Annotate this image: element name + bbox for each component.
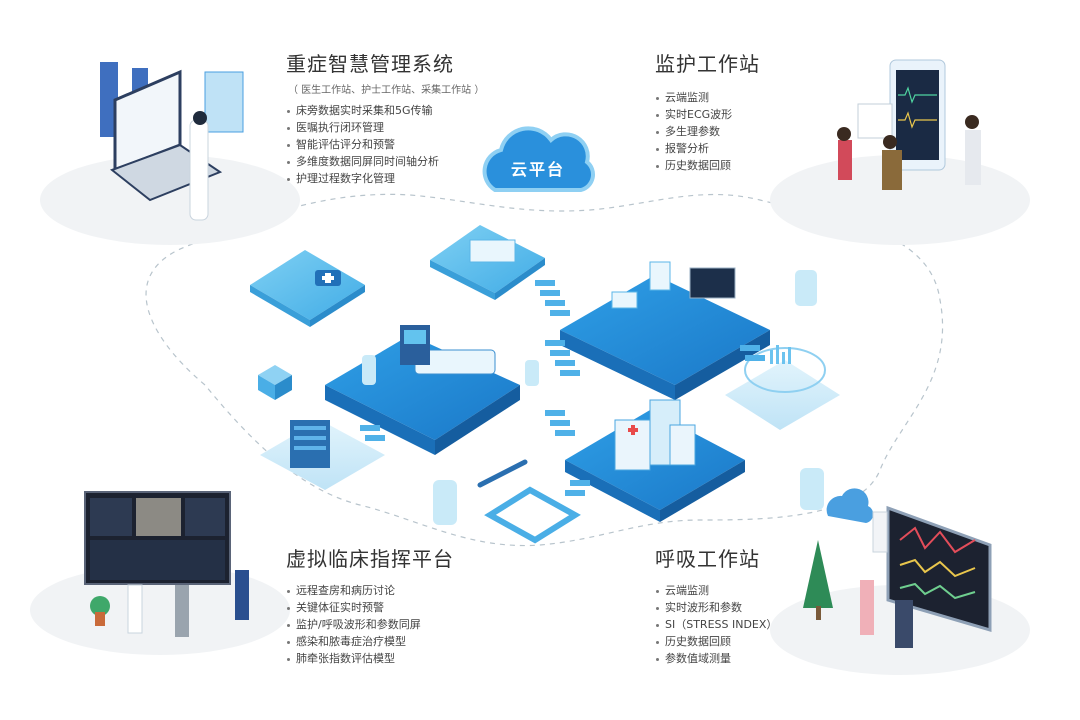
small-cloud [826,488,874,523]
list-item: 云端监测 [655,89,760,106]
ground-shadow [30,565,290,655]
block-title: 虚拟临床指挥平台 [286,547,454,571]
list-item: 云端监测 [655,582,777,599]
tile-outline [484,486,581,544]
block-title: 呼吸工作站 [655,547,760,571]
list-item: 护理过程数字化管理 [286,170,484,187]
list-item: 感染和脓毒症治疗模型 [286,633,454,650]
cylinder [795,270,817,306]
block-title: 监护工作站 [655,52,760,76]
cloud-platform-label: 云平台 [510,160,565,179]
feature-list: 云端监测 实时波形和参数 SI（STRESS INDEX） 历史数据回顾 参数值… [655,582,777,667]
list-item: SI（STRESS INDEX） [655,616,777,633]
respiratory-workstation: 呼吸工作站 云端监测 实时波形和参数 SI（STRESS INDEX） 历史数据… [655,543,777,667]
ground-shadow [40,155,300,245]
cylinder [362,355,376,385]
syringe [477,459,528,488]
list-item: 多维度数据同屏同时间轴分析 [286,153,484,170]
list-item: 床旁数据实时采集和5G传输 [286,102,484,119]
list-item: 实时ECG波形 [655,106,760,123]
list-item: 肺牵张指数评估模型 [286,650,454,667]
list-item: 报警分析 [655,140,760,157]
list-item: 监护/呼吸波形和参数同屏 [286,616,454,633]
platform-monitor [560,275,770,385]
cylinder [433,480,457,525]
list-item: 医嘱执行闭环管理 [286,119,484,136]
list-item: 实时波形和参数 [655,599,777,616]
list-item: 历史数据回顾 [655,157,760,174]
cloud-platform-shape [482,126,595,192]
feature-list: 床旁数据实时采集和5G传输 医嘱执行闭环管理 智能评估评分和预警 多维度数据同屏… [286,102,484,187]
list-item: 参数值域测量 [655,650,777,667]
monitor-workstation-illustration [837,59,981,190]
list-item: 关键体征实时预警 [286,599,454,616]
stairs [360,280,765,496]
tile-analytics [725,360,840,430]
list-item: 多生理参数 [655,123,760,140]
monitoring-workstation: 监护工作站 云端监测 实时ECG波形 多生理参数 报警分析 历史数据回顾 [655,48,760,174]
list-item: 智能评估评分和预警 [286,136,484,153]
cylinder [800,468,824,510]
list-item: 历史数据回顾 [655,633,777,650]
block-subtitle: （ 医生工作站、护士工作站、采集工作站 ） [288,85,485,96]
feature-list: 云端监测 实时ECG波形 多生理参数 报警分析 历史数据回顾 [655,89,760,174]
dashed-boundary [145,193,944,547]
block-title: 重症智慧管理系统 [286,52,454,76]
icu-workstation-illustration [100,62,244,221]
tile-medkit [250,250,365,320]
list-item: 远程查房和病历讨论 [286,582,454,599]
cylinder [525,360,539,386]
virtual-clinical-command-platform: 虚拟临床指挥平台 远程查房和病历讨论 关键体征实时预警 监护/呼吸波形和参数同屏… [286,543,454,667]
respiratory-workstation-illustration [803,505,992,648]
command-platform-illustration [84,491,249,637]
feature-list: 远程查房和病历讨论 关键体征实时预警 监护/呼吸波形和参数同屏 感染和脓毒症治疗… [286,582,454,667]
icu-management-system: 重症智慧管理系统 （ 医生工作站、护士工作站、采集工作站 ） 床旁数据实时采集和… [286,48,484,187]
